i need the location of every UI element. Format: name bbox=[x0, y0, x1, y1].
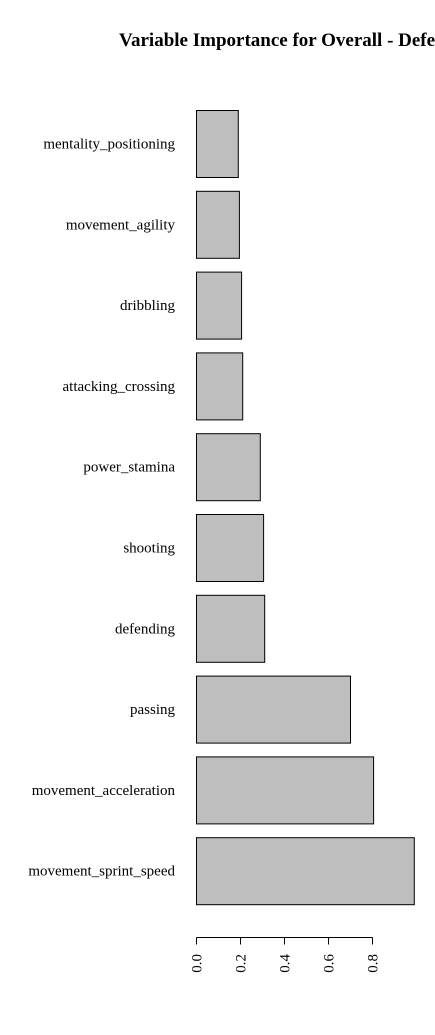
category-label: movement_sprint_speed bbox=[28, 864, 175, 880]
bar-movement-acceleration bbox=[196, 756, 375, 825]
category-label: movement_agility bbox=[66, 217, 176, 233]
bar-mentality-positioning bbox=[196, 110, 239, 178]
bar-power-stamina bbox=[196, 433, 261, 502]
bar-passing bbox=[196, 675, 351, 744]
category-label: power_stamina bbox=[83, 460, 175, 476]
chart-title: Variable Importance for Overall - Defe bbox=[119, 30, 435, 51]
bar-defending bbox=[196, 594, 266, 663]
bars-group bbox=[196, 110, 415, 906]
bar-shooting bbox=[196, 514, 265, 582]
x-tick-label: 0.8 bbox=[366, 954, 382, 973]
bar-movement-agility bbox=[196, 190, 240, 259]
x-tick-label: 0.6 bbox=[322, 954, 338, 973]
category-label: movement_acceleration bbox=[32, 783, 176, 799]
bar-attacking-crossing bbox=[196, 352, 244, 421]
category-label: mentality_positioning bbox=[43, 137, 175, 153]
x-tick-label: 0.0 bbox=[190, 954, 206, 973]
x-tick-label: 0.2 bbox=[234, 954, 250, 973]
category-label: shooting bbox=[123, 541, 175, 557]
category-labels: mentality_positioning movement_agilitydri… bbox=[28, 137, 175, 880]
bar-dribbling bbox=[196, 271, 243, 340]
category-label: attacking_crossing bbox=[63, 379, 176, 395]
category-label: dribbling bbox=[120, 298, 175, 314]
x-axis: 0.0 0.2 0.4 0.6 0.8 bbox=[190, 937, 382, 973]
category-label: defending bbox=[115, 621, 175, 637]
category-label: passing bbox=[130, 702, 176, 718]
x-tick-label: 0.4 bbox=[278, 954, 294, 973]
bar-movement-sprint-speed bbox=[196, 837, 415, 906]
